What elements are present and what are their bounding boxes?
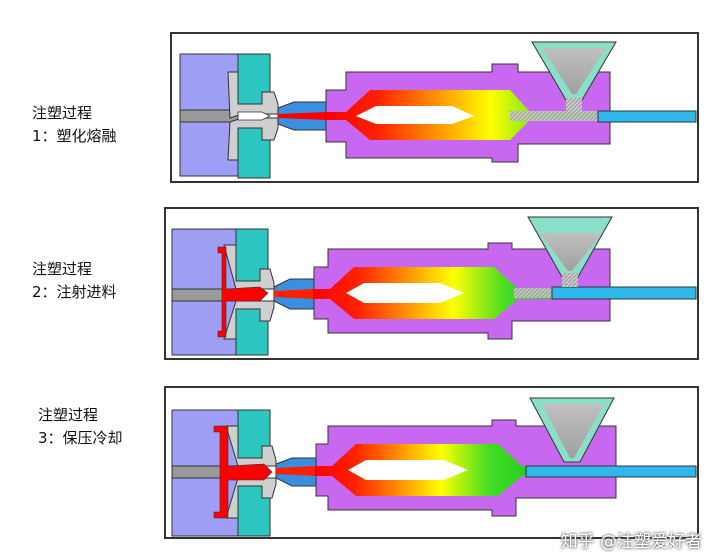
- step-3-caption: 注塑过程 3：保压冷却: [38, 404, 123, 450]
- mold-icon: [171, 409, 277, 537]
- step-1-subtitle: 1：塑化熔融: [32, 127, 117, 145]
- step-2-caption: 注塑过程 2：注射进料: [32, 258, 117, 304]
- watermark: 知乎 @注塑爱好者: [560, 532, 702, 552]
- step-1-title: 注塑过程: [32, 104, 93, 122]
- screw-icon: [597, 110, 697, 123]
- panel-2-diagram: [164, 207, 699, 360]
- screw-icon: [525, 465, 697, 478]
- screw-icon: [551, 286, 697, 300]
- hopper-icon: [531, 41, 617, 112]
- step-2-subtitle: 2：注射进料: [32, 283, 117, 301]
- nozzle-icon: [277, 101, 327, 131]
- barrel-icon: [315, 419, 617, 517]
- mold-icon: [179, 53, 279, 179]
- barrel-icon: [313, 242, 611, 340]
- step-2-title: 注塑过程: [32, 260, 93, 278]
- step-1-caption: 注塑过程 1：塑化熔融: [32, 102, 117, 148]
- hopper-icon: [529, 397, 615, 463]
- panel-1-diagram: [170, 32, 699, 183]
- nozzle-icon: [275, 457, 317, 487]
- panel-3-diagram: [164, 386, 699, 539]
- step-3-subtitle: 3：保压冷却: [38, 429, 123, 447]
- mold-icon: [171, 228, 275, 356]
- barrel-icon: [325, 63, 611, 163]
- step-3-title: 注塑过程: [38, 406, 99, 424]
- nozzle-icon: [273, 278, 315, 310]
- hopper-icon: [527, 216, 613, 287]
